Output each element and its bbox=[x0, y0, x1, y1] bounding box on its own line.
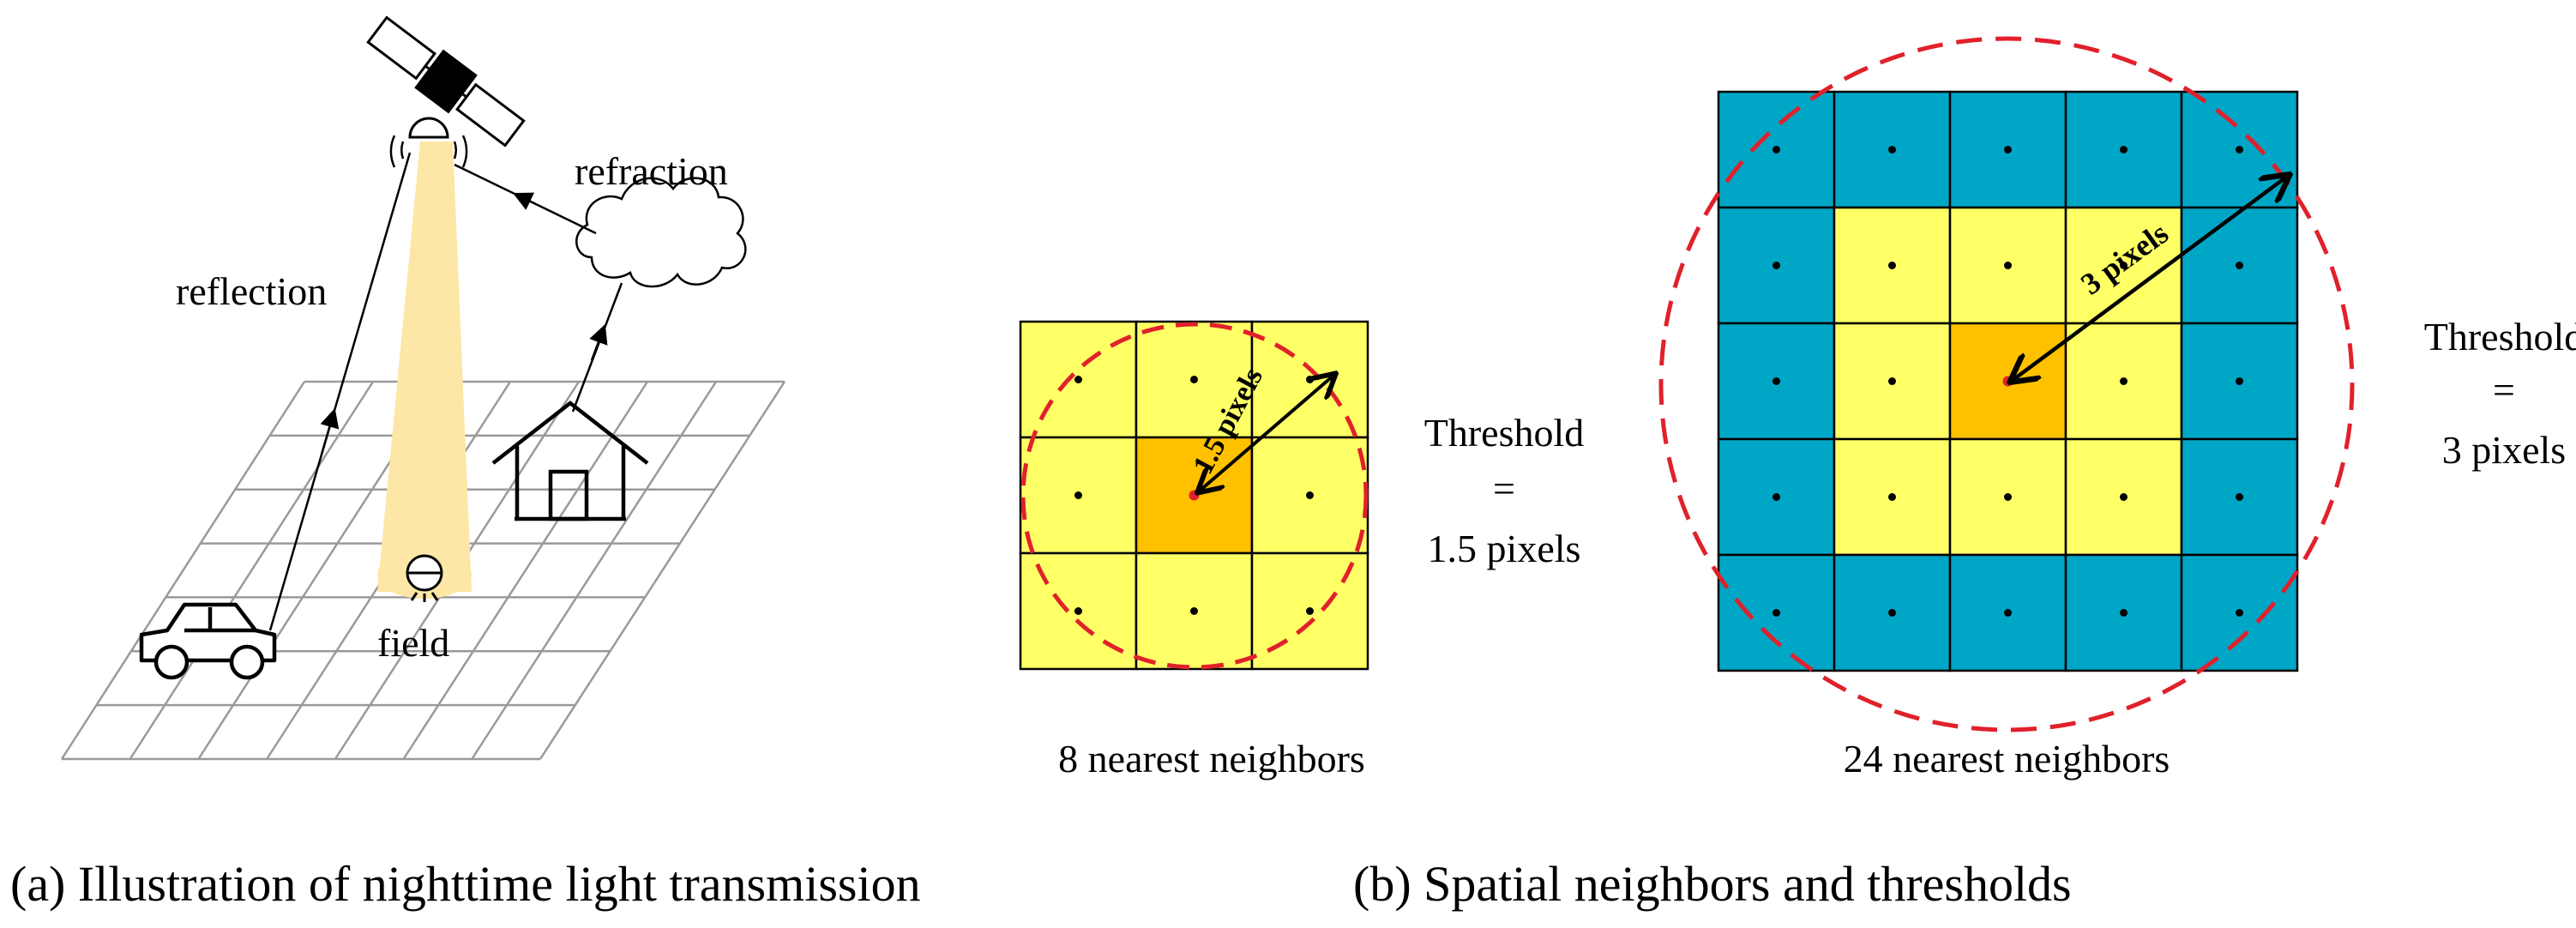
light-cone bbox=[377, 142, 472, 592]
threshold-large-line3: 3 pixels bbox=[2442, 428, 2566, 472]
caption-a: (a) Illustration of nighttime light tran… bbox=[10, 856, 921, 912]
radius-arrow-large bbox=[2012, 176, 2288, 381]
caption-large-grid: 24 nearest neighbors bbox=[1844, 737, 2170, 780]
pixel-center-point bbox=[2120, 493, 2128, 501]
reflection-label: reflection bbox=[176, 269, 327, 313]
satellite-sensor bbox=[408, 117, 449, 139]
grid-line bbox=[60, 381, 306, 760]
pixel-center-point bbox=[2120, 609, 2128, 617]
grid-line bbox=[471, 381, 718, 760]
threshold-small-line3: 1.5 pixels bbox=[1428, 527, 1581, 570]
pixel-center-point bbox=[1773, 262, 1780, 269]
pixel-center-point bbox=[1074, 607, 1082, 615]
streetlight-icon bbox=[406, 554, 443, 602]
pixel-center-point bbox=[2236, 146, 2243, 154]
grid-line bbox=[129, 381, 375, 760]
reflection-path bbox=[268, 152, 412, 631]
threshold-large-line1: Threshold bbox=[2424, 315, 2576, 359]
threshold-large-line2: = bbox=[2493, 368, 2515, 412]
refraction-arrow-upper bbox=[512, 192, 537, 210]
grid-line bbox=[402, 381, 649, 760]
refraction-arrow-lower bbox=[589, 323, 608, 361]
pixel-center-point bbox=[1074, 491, 1082, 499]
pixel-center-point bbox=[2120, 377, 2128, 385]
car-icon bbox=[139, 602, 277, 680]
threshold-small-line2: = bbox=[1493, 467, 1515, 510]
neighbor-grid-5x5 bbox=[1717, 90, 2299, 672]
pixel-center-point bbox=[2004, 146, 2012, 154]
threshold-circle-small bbox=[1020, 322, 1369, 670]
signal-waves-icon bbox=[389, 135, 468, 168]
satellite-icon bbox=[366, 15, 526, 148]
center-point bbox=[2002, 376, 2013, 387]
pixel-center-point bbox=[2004, 609, 2012, 617]
pixel-center-point bbox=[2120, 146, 2128, 154]
pixel-center-point bbox=[1888, 146, 1896, 154]
panel-b: 1.5 pixels Threshold = 1.5 pixels 8 near… bbox=[1019, 36, 2576, 912]
pixel-center-point bbox=[1306, 376, 1314, 383]
pixel-center-point bbox=[2004, 493, 2012, 501]
pixel-center-point bbox=[1074, 376, 1082, 383]
center-point bbox=[1189, 490, 1200, 501]
radius-arrow-small bbox=[1199, 375, 1334, 491]
pixel-center-point bbox=[1773, 609, 1780, 617]
pixel-center-point bbox=[1773, 146, 1780, 154]
pixel-center-point bbox=[1306, 491, 1314, 499]
pixel-center-point bbox=[1306, 607, 1314, 615]
pixel-center-point bbox=[2236, 377, 2243, 385]
pixel-center-point bbox=[1190, 376, 1198, 383]
pixel-center-point bbox=[2004, 262, 2012, 269]
house-icon bbox=[491, 401, 649, 521]
pixel-center-point bbox=[2236, 262, 2243, 269]
pixel-center-point bbox=[1190, 607, 1198, 615]
pixel-center-point bbox=[2236, 493, 2243, 501]
caption-b: (b) Spatial neighbors and thresholds bbox=[1353, 856, 2072, 912]
panel-a: reflection refraction field (a) Illustra… bbox=[10, 15, 921, 912]
pixel-center-point bbox=[1888, 377, 1896, 385]
pixel-center-point bbox=[1773, 377, 1780, 385]
neighbor-pixel bbox=[1833, 90, 1952, 209]
pixel-center-point bbox=[1888, 262, 1896, 269]
cloud-icon bbox=[575, 177, 747, 288]
pixel-center-point bbox=[1773, 493, 1780, 501]
reflection-arrow bbox=[320, 407, 340, 455]
refraction-label: refraction bbox=[575, 149, 728, 193]
pixel-center-point bbox=[1888, 609, 1896, 617]
field-label: field bbox=[377, 621, 449, 665]
pixel-center-point bbox=[2236, 609, 2243, 617]
grid-line bbox=[539, 381, 786, 760]
caption-small-grid: 8 nearest neighbors bbox=[1058, 737, 1365, 780]
threshold-small-line1: Threshold bbox=[1424, 411, 1585, 455]
threshold-circle-large bbox=[1658, 36, 2355, 732]
pixel-center-point bbox=[1888, 493, 1896, 501]
